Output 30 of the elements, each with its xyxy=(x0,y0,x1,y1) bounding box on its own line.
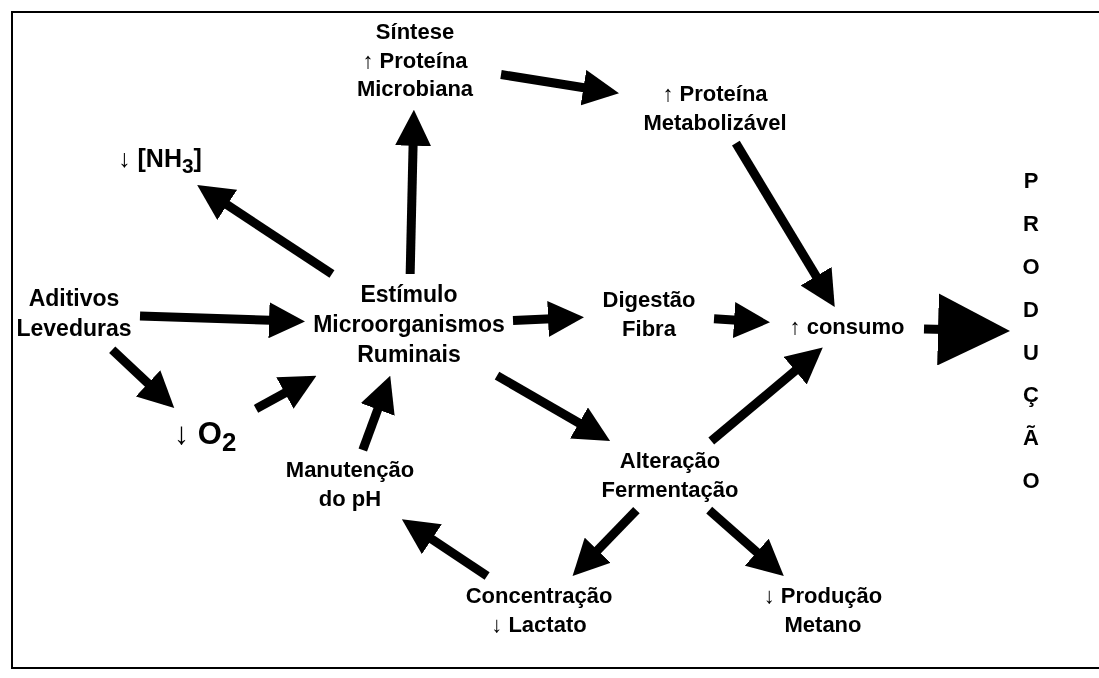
node-label: ↓ Produção Metano xyxy=(762,582,884,639)
arrow xyxy=(706,506,784,576)
node-label: ↑ Proteína Microbiana xyxy=(355,46,475,104)
node-label: Aditivos Leveduras xyxy=(15,284,133,343)
node-label: Estímulo Microorganismos Ruminais xyxy=(312,280,506,369)
node-label: Concentração ↓ Lactato xyxy=(464,582,614,639)
arrow xyxy=(358,375,395,452)
arrow xyxy=(494,371,611,441)
node-label: PRODUÇÃO xyxy=(1021,167,1041,496)
node-label: Síntese xyxy=(374,18,456,46)
node-label: Manutenção do pH xyxy=(284,456,416,513)
arrow xyxy=(109,346,175,408)
node-label: ↓ O$_{2}$ xyxy=(172,415,238,459)
node-label: Alteração Fermentação xyxy=(600,447,740,504)
node-label: ↓ [NH$_{3}$] xyxy=(117,143,203,179)
arrow xyxy=(139,302,305,339)
arrow xyxy=(572,507,640,576)
arrow xyxy=(401,519,490,580)
node-label: Digestão Fibra xyxy=(601,286,697,343)
arrow xyxy=(713,302,770,338)
node-label: ↑ consumo xyxy=(788,313,906,341)
arrow xyxy=(708,347,823,445)
arrow xyxy=(197,185,335,278)
arrow xyxy=(395,109,432,275)
node-label: ↑ Proteína Metabolizável xyxy=(642,80,788,137)
arrow xyxy=(500,69,619,106)
arrow xyxy=(253,375,317,413)
arrow xyxy=(732,140,835,307)
arrow xyxy=(512,300,584,337)
arrow xyxy=(923,293,1010,366)
